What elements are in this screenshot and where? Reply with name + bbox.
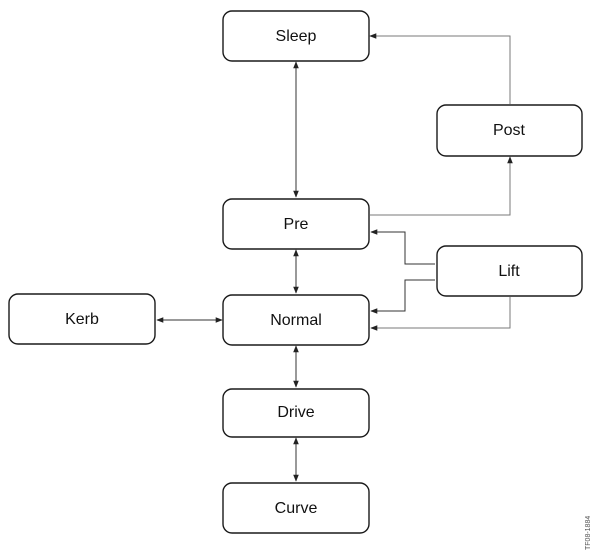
node-normal-label: Normal [270, 312, 322, 329]
edge-lift-normal-lower [370, 297, 511, 331]
node-lift: Lift [436, 245, 583, 297]
edge-lift-normal [370, 279, 435, 314]
node-lift-label: Lift [498, 263, 520, 280]
node-drive-label: Drive [277, 404, 314, 421]
node-sleep-label: Sleep [276, 28, 317, 45]
edge-post-sleep [369, 33, 511, 104]
node-pre: Pre [222, 198, 370, 250]
node-curve-label: Curve [275, 500, 318, 517]
node-pre-label: Pre [284, 216, 309, 233]
node-normal: Normal [222, 294, 370, 346]
edge-pre-post [370, 156, 513, 216]
node-sleep: Sleep [222, 10, 370, 62]
node-kerb-label: Kerb [65, 311, 99, 328]
figure-id: TF08-1884 [585, 515, 592, 550]
node-post-label: Post [493, 122, 526, 139]
node-drive: Drive [222, 388, 370, 438]
node-post: Post [436, 104, 583, 157]
node-curve: Curve [222, 482, 370, 534]
node-kerb: Kerb [8, 293, 156, 345]
edge-lift-pre [370, 229, 435, 265]
